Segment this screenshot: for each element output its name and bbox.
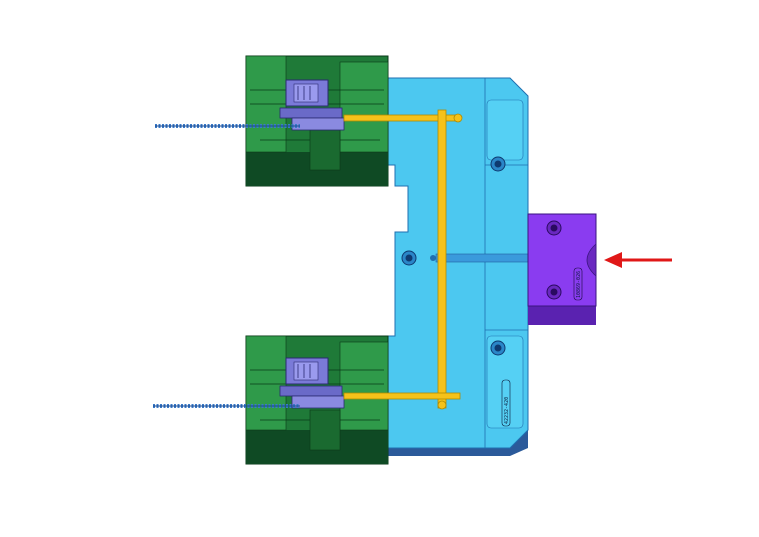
top-runner — [343, 113, 463, 123]
locating-pin-hole — [430, 255, 436, 261]
bottom-slider — [279, 357, 345, 409]
sprue-block-engraving: 10869-026 — [573, 267, 583, 301]
screw-hole-icon — [490, 340, 506, 356]
screw-hole-icon — [401, 250, 417, 266]
plate-inner-recess-lower — [486, 335, 524, 429]
sprue-block-number-text: 10869-026 — [576, 271, 582, 298]
plate-engraving: 42232-420 — [501, 379, 511, 427]
sprue-block-shadow — [528, 303, 596, 325]
top-slider — [279, 79, 345, 131]
bottom-runner — [343, 392, 461, 410]
plate-number-text: 42232-420 — [504, 397, 510, 424]
vertical-runner — [437, 109, 447, 409]
screw-hole-icon — [546, 220, 562, 236]
sprue-block — [527, 213, 597, 307]
screw-hole-icon — [546, 284, 562, 300]
injection-direction-arrow-icon — [604, 252, 672, 268]
plate-inner-recess — [486, 99, 524, 161]
bottom-cavity-insert — [245, 335, 389, 465]
sprue-bushing — [586, 243, 597, 277]
screw-hole-icon — [490, 156, 506, 172]
